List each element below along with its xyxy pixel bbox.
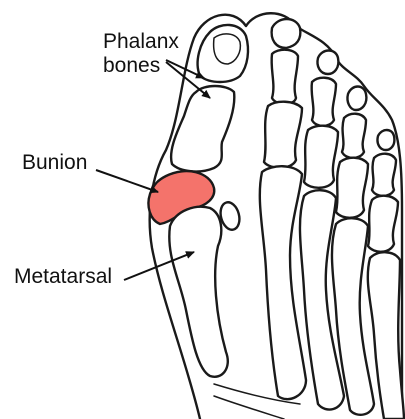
fifth-toe-middle-phalanx <box>372 154 396 196</box>
fifth-toe-proximal-phalanx <box>368 196 398 252</box>
first-metatarsal <box>169 207 228 377</box>
second-toe-proximal-phalanx <box>264 102 302 168</box>
bunion-pointer <box>96 170 158 192</box>
third-toe-proximal-phalanx <box>304 126 338 188</box>
fourth-toe-distal-phalanx <box>347 87 366 111</box>
fourth-toe-middle-phalanx <box>342 114 366 158</box>
second-toe-bones <box>260 19 306 399</box>
fourth-toe-proximal-phalanx <box>336 158 368 218</box>
bunion-label-group: Bunion <box>22 151 158 192</box>
second-toe-distal-phalanx <box>272 19 301 48</box>
metatarsal-label: Metatarsal <box>14 265 112 288</box>
phalanx-label-line1: Phalanx <box>103 30 179 53</box>
second-metatarsal <box>260 166 306 399</box>
third-toe-distal-phalanx <box>317 51 338 75</box>
third-toe-middle-phalanx <box>312 78 336 126</box>
fifth-toe-distal-phalanx <box>377 130 394 150</box>
fifth-toe-bones <box>368 130 404 419</box>
second-toe-middle-phalanx <box>272 50 298 104</box>
metatarsal-label-group: Metatarsal <box>14 252 194 288</box>
phalanx-label-line2: bones <box>103 54 160 77</box>
bunion-label: Bunion <box>22 151 87 174</box>
